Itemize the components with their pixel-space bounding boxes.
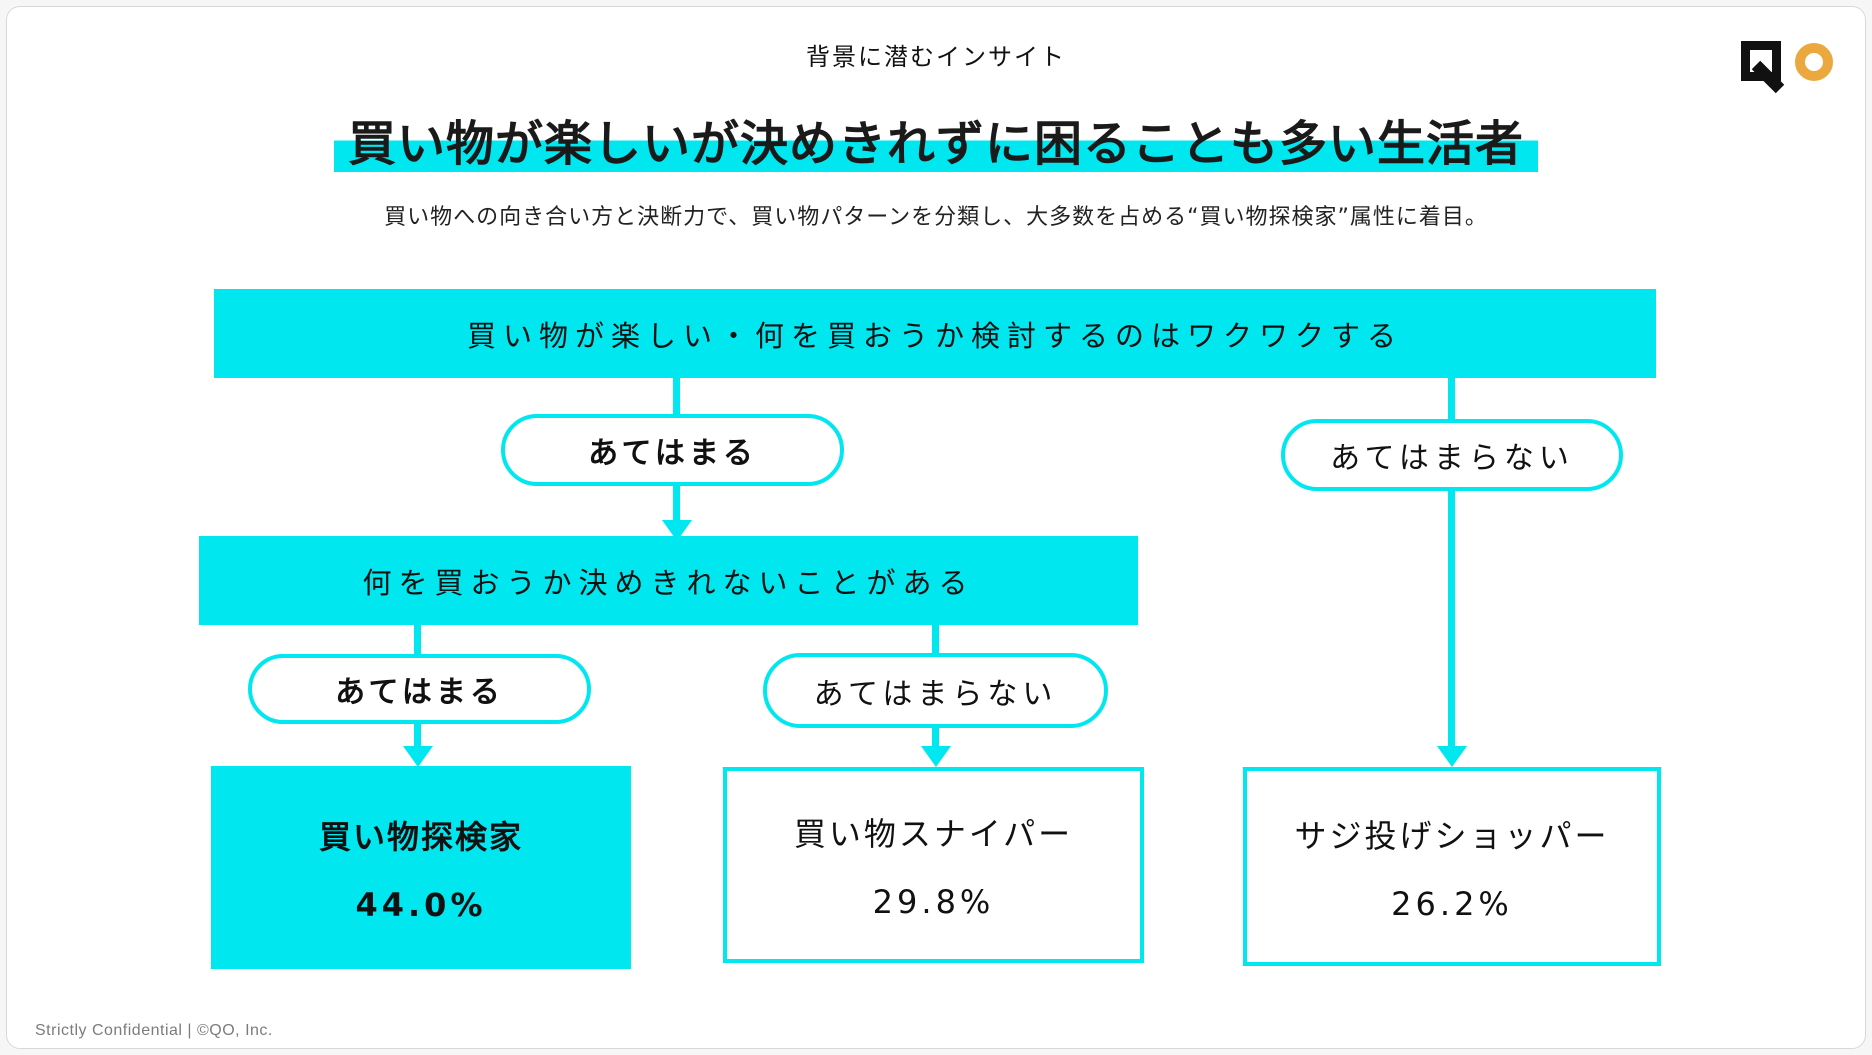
arrow-down-level2 [662, 520, 692, 541]
arrow-down-result3 [1437, 746, 1467, 767]
logo-o-glyph-icon [1795, 43, 1833, 81]
result-box-explorer: 買い物探検家 44.0% [211, 766, 631, 969]
result-box-sniper: 買い物スナイパー 29.8% [723, 767, 1144, 963]
pill-level2-applies-label: あてはまる [335, 675, 504, 710]
slide-title: 買い物が楽しいが決めきれずに困ることも多い生活者 [7, 113, 1865, 175]
logo-q-tail [1751, 60, 1785, 94]
connector-level2-no [932, 625, 939, 655]
question-box-level1: 買い物が楽しい・何を買おうか検討するのはワクワクする [214, 289, 1656, 378]
question-level2-text: 何を買おうか決めきれないことがある [362, 565, 975, 600]
connector-to-result1 [414, 724, 421, 749]
pill-level1-applies: あてはまる [501, 414, 844, 486]
result-give-up-shopper-name: サジ投げショッパー [1294, 816, 1610, 855]
result-sniper-name: 買い物スナイパー [793, 815, 1074, 853]
pill-level2-not-applies: あてはまらない [763, 653, 1108, 728]
slide-title-highlight: 買い物が楽しいが決めきれずに困ることも多い生活者 [333, 116, 1538, 172]
page-header-title: 背景に潜むインサイト [806, 43, 1066, 71]
pill-level1-not-applies-label: あてはまらない [1330, 441, 1574, 476]
connector-to-result2 [932, 728, 939, 749]
result-sniper-value: 29.8% [872, 883, 995, 921]
logo-q-glyph-icon [1741, 41, 1785, 94]
pill-level1-applies-label: あてはまる [588, 436, 757, 471]
connector-level1-yes [673, 378, 680, 418]
question-level1-text: 買い物が楽しい・何を買おうか検討するのはワクワクする [466, 318, 1403, 353]
connector-level1-no [1448, 378, 1455, 421]
result-box-give-up-shopper: サジ投げショッパー 26.2% [1243, 767, 1661, 966]
arrow-down-result1 [403, 746, 433, 767]
connector-not-applies-to-result3 [1448, 491, 1455, 748]
question-box-level2: 何を買おうか決めきれないことがある [199, 536, 1138, 625]
qo-logo-icon [1741, 39, 1833, 94]
slide-card: 背景に潜むインサイト 買い物が楽しいが決めきれずに困ることも多い生活者 買い物へ… [6, 6, 1866, 1049]
connector-applies-to-level2 [673, 486, 680, 526]
connector-level2-yes [414, 625, 421, 656]
footer-confidential-note: Strictly Confidential | ©QO, Inc. [35, 1022, 273, 1039]
arrow-down-result2 [921, 746, 951, 767]
result-explorer-value: 44.0% [355, 885, 487, 924]
result-explorer-name: 買い物探検家 [318, 817, 523, 856]
pill-level2-not-applies-label: あてはまらない [813, 676, 1058, 712]
pill-level2-applies: あてはまる [248, 654, 591, 724]
pill-level1-not-applies: あてはまらない [1281, 419, 1623, 491]
result-give-up-shopper-value: 26.2% [1391, 884, 1513, 923]
slide-subtitle: 買い物への向き合い方と決断力で、買い物パターンを分類し、大多数を占める“買い物探… [384, 205, 1488, 230]
